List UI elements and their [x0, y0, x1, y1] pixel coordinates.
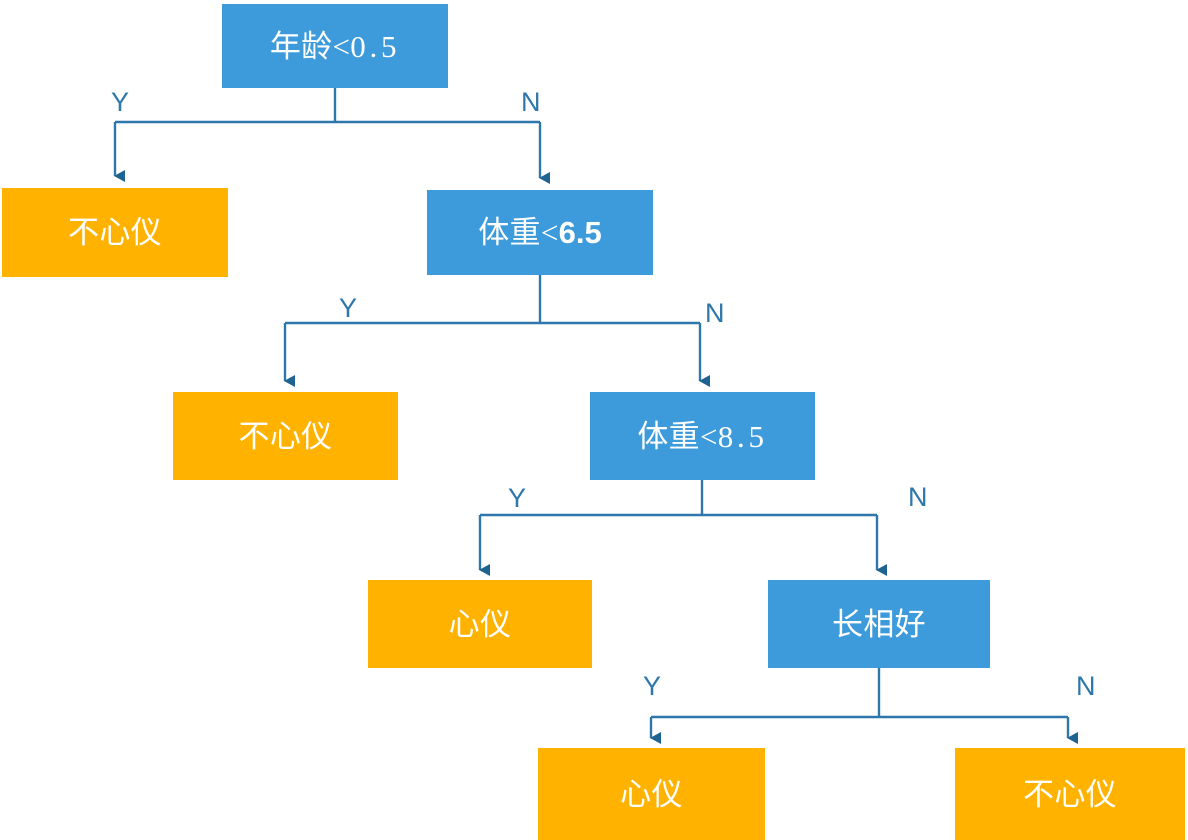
edge-label-yes-3: Y	[508, 483, 527, 513]
node-label: 体重<8.5	[637, 418, 768, 454]
edge-label-no-2: N	[705, 298, 725, 328]
node-label: 不心仪	[1023, 776, 1117, 812]
node-root-age[interactable]: 年龄<0.5	[222, 4, 448, 88]
node-label: 不心仪	[238, 418, 333, 454]
node-weight-6-5[interactable]: 体重<6.5	[427, 190, 653, 275]
edge-label-yes-2: Y	[339, 293, 358, 323]
node-label: 心仪	[620, 776, 683, 812]
node-weight-8-5[interactable]: 体重<8.5	[590, 392, 815, 480]
edge-label-no-3: N	[908, 482, 928, 512]
node-label: 长相好	[832, 606, 926, 642]
edge-label-no-1: N	[521, 87, 541, 117]
node-leaf-not-favored-3[interactable]: 不心仪	[955, 748, 1185, 840]
edge-label-yes-1: Y	[111, 87, 130, 117]
node-leaf-favored-1[interactable]: 心仪	[368, 580, 592, 668]
node-leaf-favored-2[interactable]: 心仪	[538, 748, 765, 840]
edge-label-yes-4: Y	[643, 671, 662, 701]
node-leaf-not-favored-2[interactable]: 不心仪	[173, 392, 398, 480]
node-leaf-not-favored-1[interactable]: 不心仪	[2, 188, 228, 277]
edge-label-no-4: N	[1076, 671, 1096, 701]
node-label: 体重<6.5	[478, 215, 602, 250]
node-label: 不心仪	[68, 215, 162, 250]
node-label: 心仪	[448, 606, 512, 642]
node-good-looking[interactable]: 长相好	[768, 580, 990, 668]
node-label: 年龄<0.5	[269, 28, 401, 64]
